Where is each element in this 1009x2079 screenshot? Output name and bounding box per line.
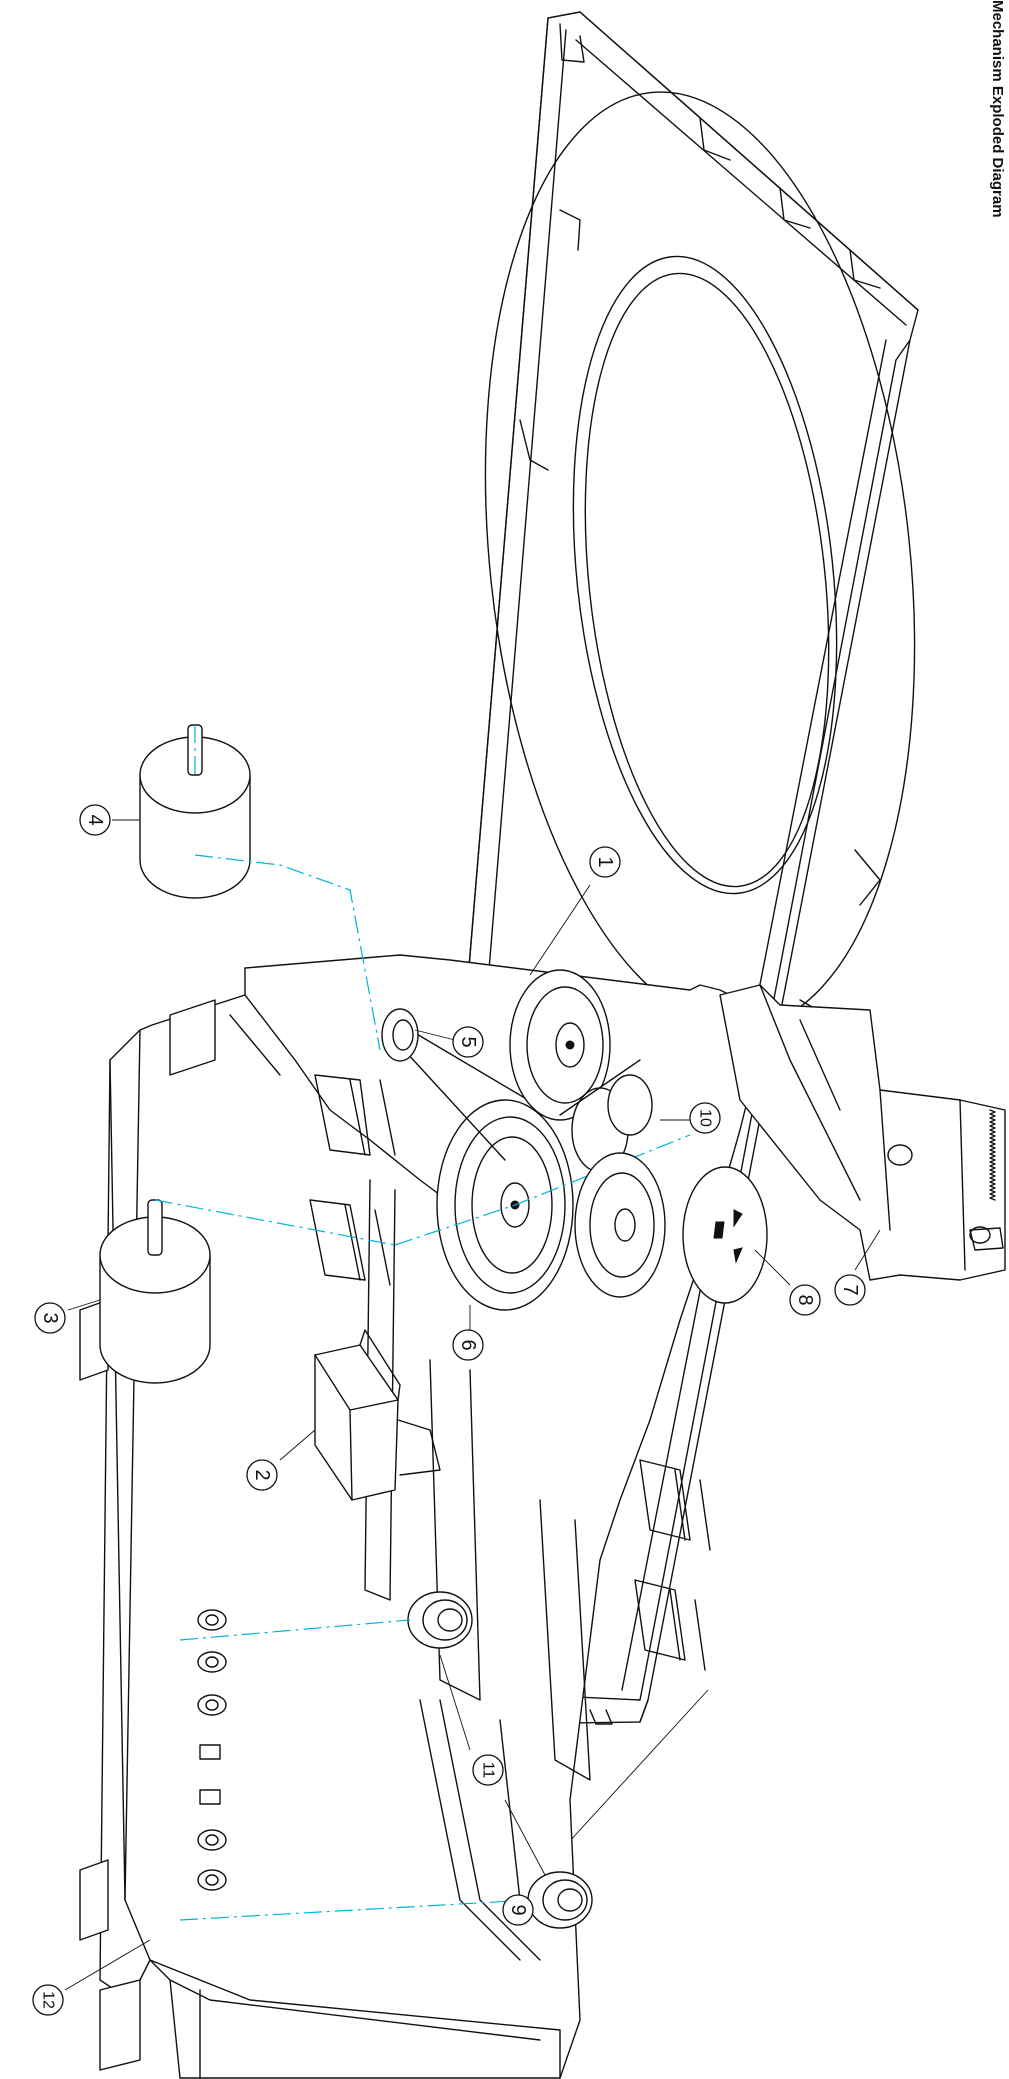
optical-pickup — [279, 1329, 441, 1501]
callout-9: 9 — [502, 1894, 534, 1926]
callout-6: 6 — [452, 1329, 484, 1361]
screw-bosses — [197, 1609, 227, 1891]
svg-text:6: 6 — [457, 1339, 479, 1350]
callout-7: 7 — [834, 1274, 866, 1306]
slider-rack — [719, 984, 1006, 1281]
motor-pulley — [381, 1008, 456, 1062]
turntable-plate — [574, 1152, 791, 1304]
svg-text:2: 2 — [251, 1469, 273, 1480]
svg-text:3: 3 — [39, 1312, 61, 1323]
spindle-motor — [67, 1199, 396, 1384]
svg-text:10: 10 — [697, 1109, 714, 1127]
callout-2: 2 — [246, 1459, 278, 1491]
svg-text:4: 4 — [84, 814, 106, 825]
loading-motor — [112, 724, 381, 1051]
svg-text:9: 9 — [507, 1904, 529, 1915]
callout-8: 8 — [789, 1284, 821, 1316]
callout-4: 4 — [79, 804, 111, 836]
callout-11: 11 — [472, 1754, 504, 1786]
callout-12: 12 — [32, 1984, 64, 2016]
svg-text:1: 1 — [594, 856, 616, 867]
svg-text:8: 8 — [794, 1294, 816, 1305]
drive-belt — [394, 884, 611, 1161]
callout-1: 1 — [589, 846, 621, 878]
svg-text:5: 5 — [457, 1036, 479, 1047]
svg-text:11: 11 — [480, 1762, 497, 1779]
pinion-gear — [559, 1059, 690, 1173]
callout-5: 5 — [452, 1026, 484, 1058]
part-callouts: 1 2 3 4 5 6 7 8 9 10 11 12 — [32, 804, 866, 2016]
svg-text:12: 12 — [40, 1991, 57, 2009]
callout-10: 10 — [689, 1102, 721, 1134]
callout-3: 3 — [34, 1302, 66, 1334]
svg-text:7: 7 — [839, 1284, 861, 1295]
